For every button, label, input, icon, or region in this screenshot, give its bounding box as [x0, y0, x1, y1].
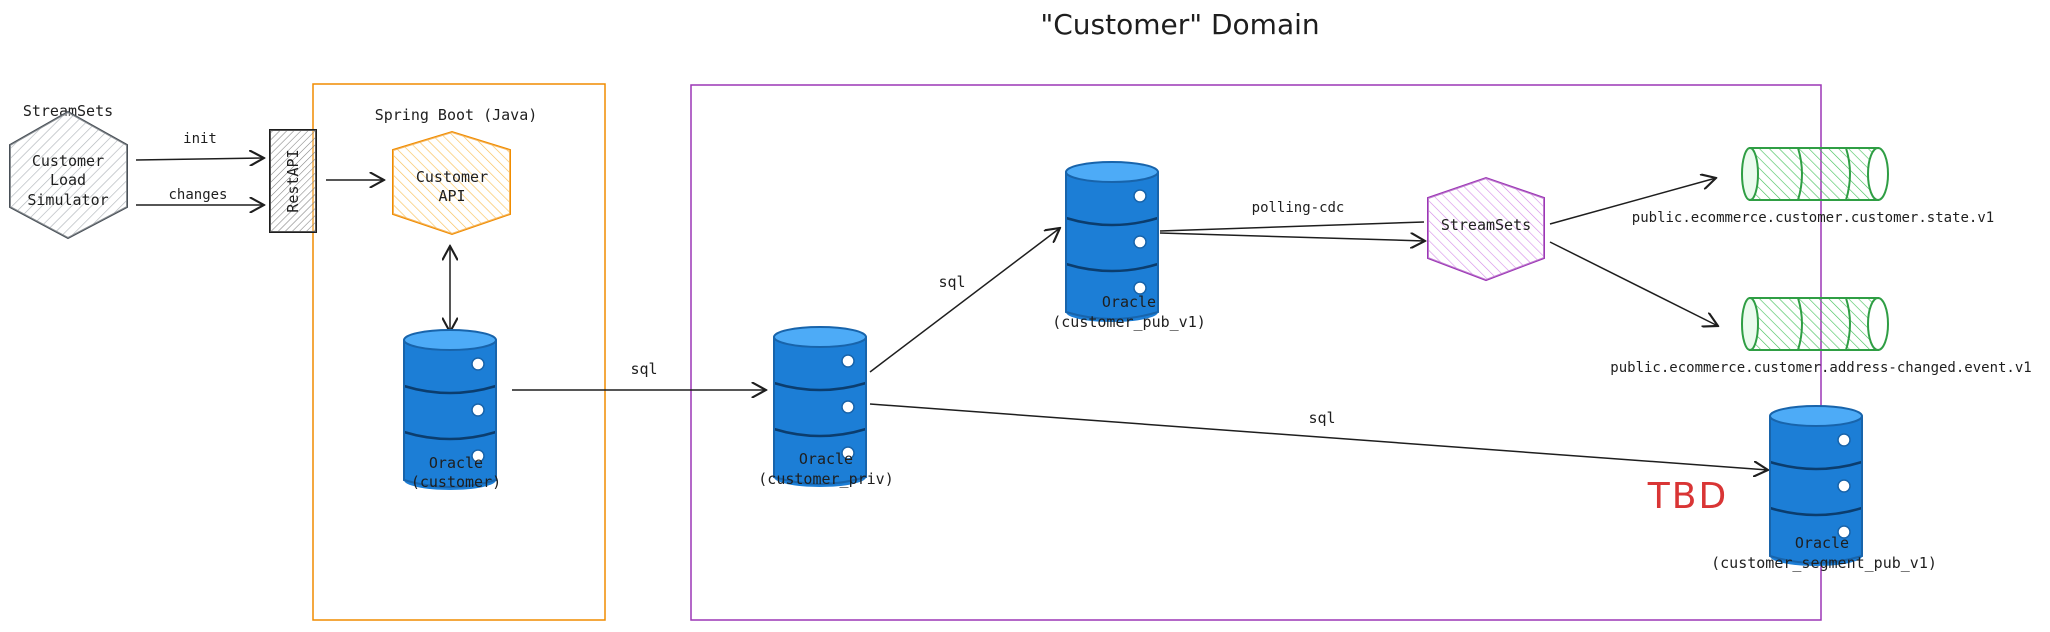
- customer-api-node[interactable]: Customer API: [392, 130, 511, 236]
- oracle-priv-label-line-2: (customer_priv): [758, 470, 893, 488]
- edge-sql-to-segment-label: sql: [1308, 409, 1335, 427]
- topic-address-changed-label: public.ecommerce.customer.address-change…: [1610, 360, 2031, 376]
- edge-to-state-topic: [1549, 178, 1716, 225]
- oracle-segment-node[interactable]: Oracle (customer_segment_pub_v1): [1711, 404, 1937, 572]
- restapi-node[interactable]: RestAPI: [269, 129, 317, 233]
- customer-api-label-line-2: API: [438, 187, 465, 205]
- topic-cylinder-icon: [1741, 297, 1889, 351]
- edge-sql-to-pub-label: sql: [938, 273, 965, 291]
- oracle-segment-label-line-1: Oracle: [1795, 534, 1849, 552]
- restapi-label: RestAPI: [284, 149, 302, 212]
- streamsets-label: StreamSets: [1441, 216, 1531, 234]
- oracle-priv-node[interactable]: Oracle (customer_priv): [758, 325, 894, 489]
- edge-polling-cdc-label: polling-cdc: [1252, 200, 1345, 216]
- customer-domain-container: [690, 84, 1822, 621]
- oracle-priv-label-line-1: Oracle: [799, 450, 853, 468]
- diagram-title: "Customer" Domain: [1040, 8, 1319, 41]
- oracle-customer-label-line-2: (customer): [411, 473, 501, 491]
- edge-to-address-topic: [1549, 241, 1718, 326]
- oracle-customer-label-line-1: Oracle: [429, 454, 483, 472]
- topic-customer-state-label: public.ecommerce.customer.customer.state…: [1632, 210, 1994, 226]
- streamsets-node[interactable]: StreamSets: [1427, 176, 1545, 282]
- tbd-label: TBD: [1647, 476, 1728, 517]
- oracle-pub-label-line-1: Oracle: [1102, 293, 1156, 311]
- edge-sql-to-pub: [869, 228, 1060, 373]
- edge-polling-cdc-top: [1159, 221, 1425, 232]
- simulator-label-line-3: Simulator: [27, 191, 108, 209]
- topic-cylinder-icon: [1741, 147, 1889, 201]
- edge-init: [135, 158, 264, 160]
- customer-api-label-line-1: Customer: [416, 168, 488, 186]
- oracle-segment-label-line-2: (customer_segment_pub_v1): [1711, 554, 1937, 572]
- oracle-pub-node[interactable]: Oracle (customer_pub_v1): [1052, 160, 1206, 331]
- spring-boot-container: [312, 83, 606, 621]
- edge-sql-to-segment: [869, 403, 1768, 470]
- topic-customer-state[interactable]: public.ecommerce.customer.customer.state…: [1632, 147, 1994, 226]
- edge-sql-to-priv-label: sql: [630, 360, 657, 378]
- oracle-customer-node[interactable]: Oracle (customer): [402, 328, 501, 492]
- edge-init-label: init: [183, 131, 217, 147]
- oracle-pub-label-line-2: (customer_pub_v1): [1052, 313, 1206, 331]
- simulator-label-line-2: Load: [50, 171, 86, 189]
- spring-boot-caption: Spring Boot (Java): [375, 106, 538, 124]
- edge-polling-cdc: [1159, 232, 1425, 241]
- topic-address-changed[interactable]: public.ecommerce.customer.address-change…: [1610, 297, 2032, 376]
- simulator-label-line-1: Customer: [32, 152, 104, 170]
- streamsets-simulator-node[interactable]: Customer Load Simulator: [9, 110, 128, 240]
- edge-changes-label: changes: [168, 187, 227, 203]
